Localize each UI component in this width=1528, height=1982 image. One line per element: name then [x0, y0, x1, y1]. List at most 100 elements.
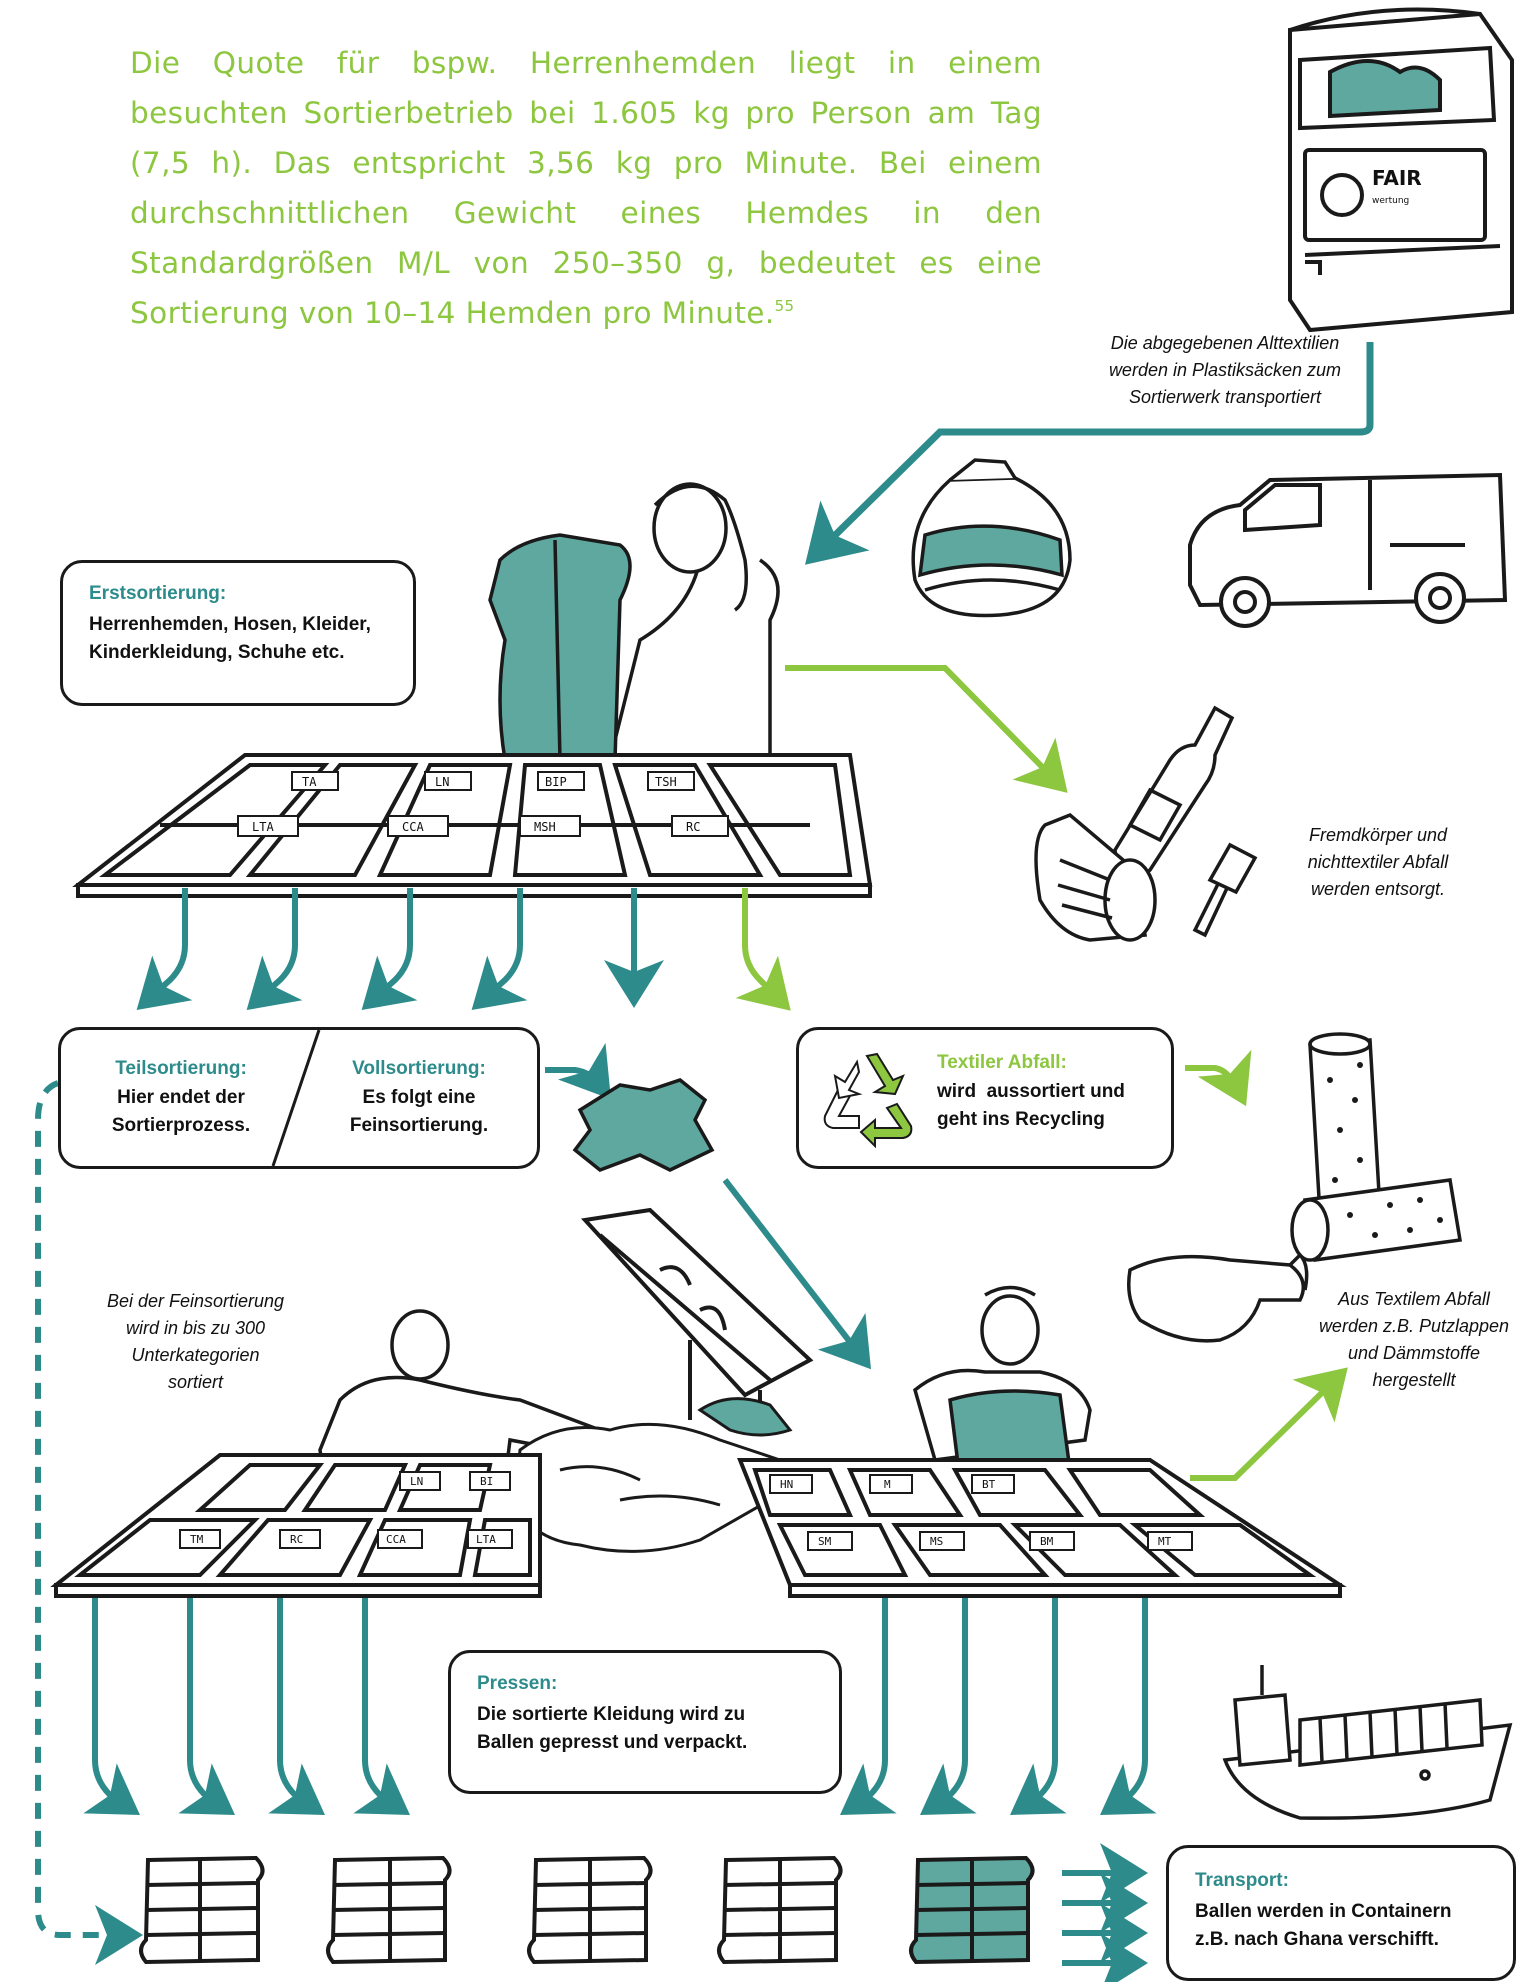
container-ship-icon	[1222, 1665, 1513, 1820]
first-sorting-table	[72, 753, 873, 898]
bin-label: MT	[1158, 1535, 1172, 1548]
bin-label: MS	[930, 1535, 943, 1548]
box-text: Herrenhemden, Hosen, Kleider,	[89, 614, 371, 635]
bale-icon	[326, 1855, 452, 1965]
box-text: Sortierprozess.	[111, 1115, 251, 1136]
bin-label: M	[884, 1478, 891, 1491]
caption-line: werden entsorgt.	[1310, 879, 1446, 899]
box-title: Erstsortierung:	[89, 583, 227, 604]
worker-fine-sorting-woman-icon	[913, 1285, 1092, 1482]
box-textiler-abfall: Textiler Abfall: wird aussortiert und ge…	[796, 1027, 1174, 1169]
box-transport: Transport: Ballen werden in Containern z…	[1166, 1845, 1516, 1981]
arrow-to-foreign-objects	[785, 665, 1068, 793]
first-table-down-arrows	[136, 888, 791, 1011]
box-sorting-type: Teilsortierung: Hier endet der Sortierpr…	[58, 1027, 540, 1169]
bin-label: RC	[686, 820, 700, 834]
fine-sorting-table-right	[737, 1458, 1347, 1598]
bin-label: BIP	[545, 775, 567, 789]
shirts-pile-icon	[572, 1078, 715, 1172]
collection-container-icon: FAIR wertung	[1288, 7, 1514, 333]
bales-row	[139, 1855, 1035, 1965]
box-text: wird aussortiert und	[937, 1081, 1125, 1102]
intro-text: Die Quote für bspw. Herrenhemden liegt i…	[130, 46, 1042, 330]
caption-line: Unterkategorien	[131, 1345, 260, 1365]
box-text: Feinsortierung.	[349, 1115, 489, 1136]
box-text: Ballen werden in Containern	[1195, 1901, 1452, 1922]
caption-line: hergestellt	[1372, 1370, 1456, 1390]
fine-table-down-arrows	[83, 1598, 1157, 1815]
caption-textile-products: Aus Textilem Abfall werden z.B. Putzlapp…	[1300, 1286, 1528, 1394]
caption-line: und Dämmstoffe	[1347, 1343, 1481, 1363]
cleaning-cloth-icon	[1127, 1252, 1309, 1343]
bale-icon	[717, 1855, 843, 1965]
caption-line: nichttextiler Abfall	[1307, 852, 1449, 872]
arrow-to-recycling-products	[1185, 1049, 1252, 1107]
box-pressen: Pressen: Die sortierte Kleidung wird zu …	[448, 1650, 842, 1794]
bin-label: TM	[190, 1533, 204, 1546]
bale-icon	[527, 1855, 653, 1965]
arrow-vollsortierung-to-clothes	[545, 1042, 611, 1100]
bin-label: SM	[818, 1535, 832, 1548]
caption-line: Bei der Feinsortierung	[106, 1291, 285, 1311]
first-table-bin-labels: TA LN BIP TSH LTA CCA MSH RC	[237, 771, 729, 837]
box-text: Die sortierte Kleidung wird zu	[477, 1704, 746, 1725]
bin-label: LN	[435, 775, 449, 789]
teilsortierung-section: Teilsortierung: Hier endet der Sortierpr…	[81, 1058, 281, 1140]
caption-line: Die abgegebenen Alttextilien	[1110, 333, 1340, 353]
arrow-to-fine-sorting	[722, 1178, 871, 1370]
can-icon	[1034, 812, 1157, 942]
worker-first-sorting-icon	[488, 482, 780, 762]
recycling-icon	[823, 1052, 913, 1148]
box-erstsortierung: Erstsortierung: Herrenhemden, Hosen, Kle…	[60, 560, 416, 706]
insulation-rolls-icon	[1290, 1032, 1463, 1262]
fine-table-bin-labels: TM LN BI RC CCA LTA HN M BT SM MS BM MT	[179, 1471, 1193, 1551]
caption-line: werden in Plastiksäcken zum	[1108, 360, 1342, 380]
bin-label: TA	[302, 775, 317, 789]
bin-label: LTA	[252, 820, 274, 834]
caption-line: Sortierwerk transportiert	[1128, 387, 1322, 407]
brush-icon	[1192, 842, 1258, 938]
box-divider	[271, 1030, 321, 1166]
box-text: Es folgt eine	[362, 1087, 476, 1108]
box-title: Transport:	[1195, 1870, 1289, 1891]
bin-label: MSH	[534, 820, 556, 834]
bin-label: BI	[480, 1475, 493, 1488]
bin-label: BM	[1040, 1535, 1054, 1548]
caption-line: Aus Textilem Abfall	[1338, 1289, 1490, 1309]
box-text: z.B. nach Ghana verschifft.	[1195, 1929, 1439, 1950]
caption-line: werden z.B. Putzlappen	[1318, 1316, 1510, 1336]
caption-line: wird in bis zu 300	[125, 1318, 266, 1338]
intro-paragraph: Die Quote für bspw. Herrenhemden liegt i…	[130, 38, 1042, 338]
fine-sorting-table-left	[50, 1453, 542, 1598]
bin-label: CCA	[402, 820, 424, 834]
plastic-bag-icon	[911, 458, 1072, 618]
bale-icon	[909, 1855, 1035, 1965]
container-brand-sub: wertung	[1372, 196, 1409, 206]
bin-label: LTA	[476, 1533, 496, 1546]
vollsortierung-section: Vollsortierung: Es folgt eine Feinsortie…	[319, 1058, 519, 1140]
container-brand: FAIR	[1372, 166, 1422, 190]
bin-label: BT	[982, 1478, 996, 1491]
arrow-fine-sorting-to-products	[1190, 1367, 1348, 1481]
caption-collection: Die abgegebenen Alttextilien werden in P…	[1060, 330, 1390, 411]
bin-label: LN	[410, 1475, 423, 1488]
box-text: geht ins Recycling	[937, 1109, 1105, 1130]
box-title: Vollsortierung:	[352, 1058, 486, 1079]
caption-foreign-objects: Fremdkörper und nichttextiler Abfall wer…	[1278, 822, 1478, 903]
box-title: Teilsortierung:	[115, 1058, 247, 1079]
footnote-marker: 55	[774, 297, 795, 315]
box-text: Ballen gepresst und verpackt.	[477, 1732, 748, 1753]
van-icon	[1188, 472, 1508, 628]
dashed-arrow-teilsortierung-to-bales	[35, 1080, 143, 1965]
bin-label: CCA	[386, 1533, 406, 1546]
bin-label: HN	[780, 1478, 793, 1491]
box-title: Pressen:	[477, 1673, 558, 1694]
caption-line: Fremdkörper und	[1308, 825, 1448, 845]
transport-arrows	[1062, 1843, 1148, 1982]
bin-label: RC	[290, 1533, 303, 1546]
arrow-collection-to-sorting	[805, 342, 1374, 565]
bin-label: TSH	[655, 775, 677, 789]
box-text: Kinderkleidung, Schuhe etc.	[89, 642, 345, 663]
bottle-icon	[1113, 705, 1235, 881]
